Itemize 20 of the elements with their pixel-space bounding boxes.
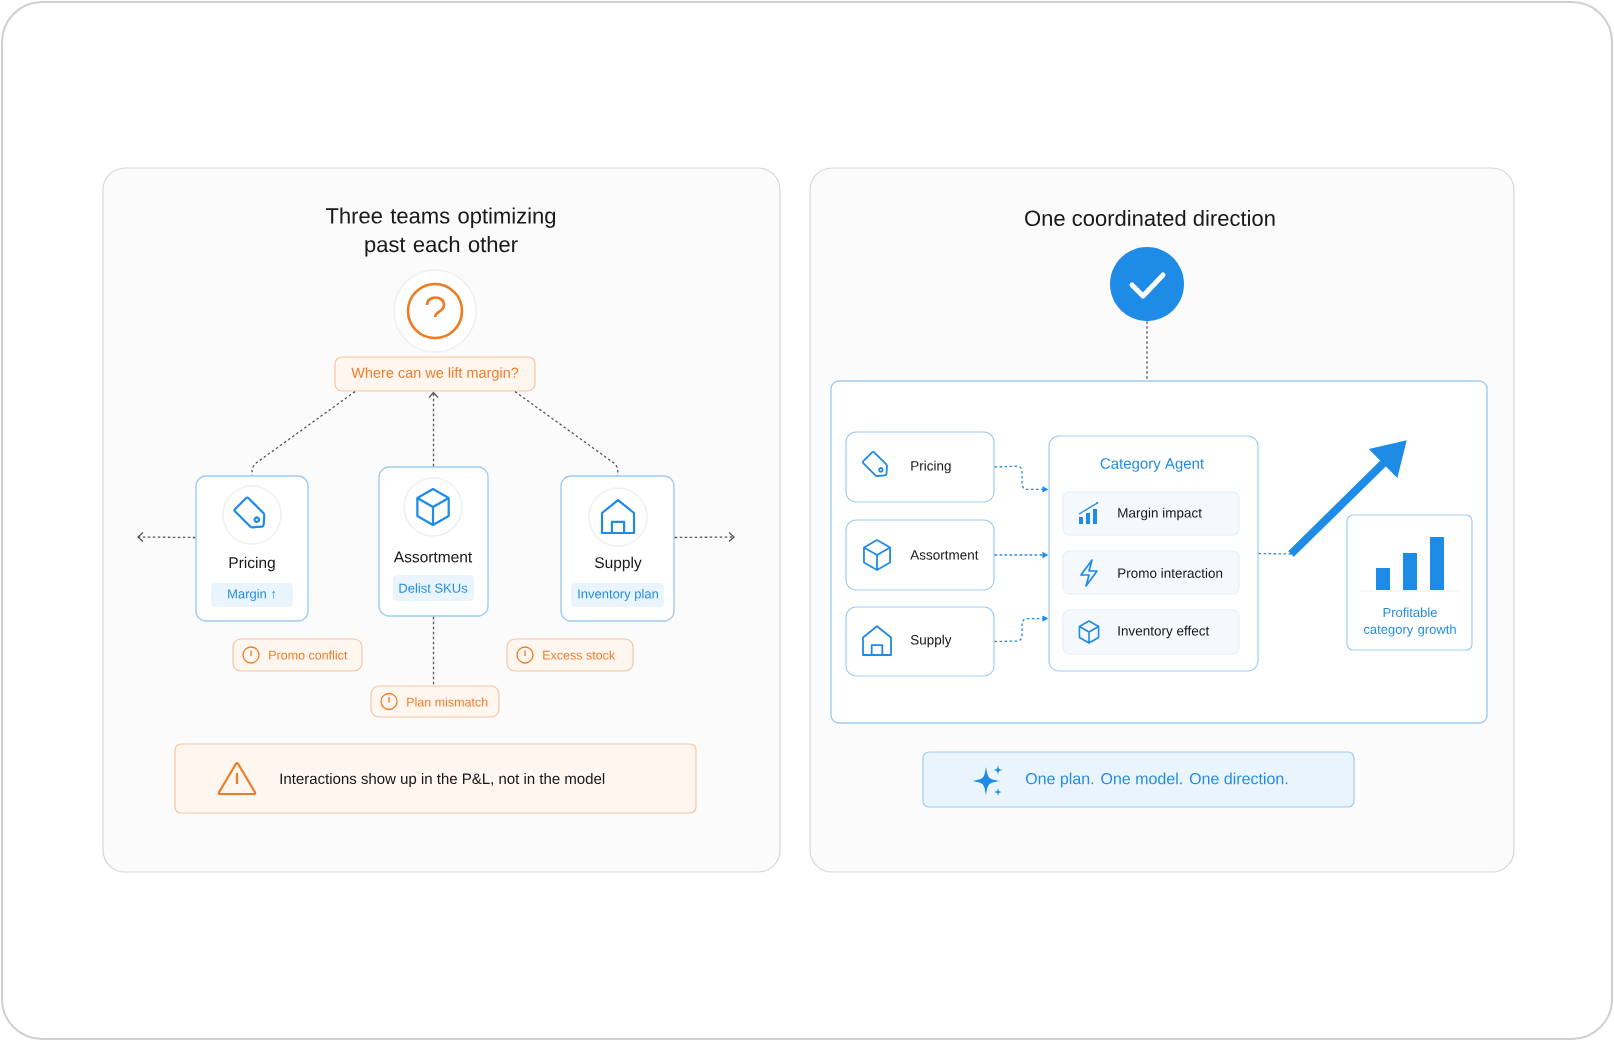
connector: [428, 391, 439, 467]
metric-chip: Margin ↑: [211, 583, 293, 607]
connector: [674, 531, 735, 543]
summary-banner: One plan. One model. One direction.: [922, 751, 1355, 808]
warning-banner: Interactions show up in the P&L, not in the model: [174, 743, 697, 814]
input-card: Pricing: [845, 431, 995, 503]
factor-row: Inventory effect: [1062, 609, 1240, 655]
metric-chip: Inventory plan: [571, 583, 664, 607]
question-label: Where can we lift margin?: [334, 356, 536, 392]
input-card: Assortment: [845, 519, 995, 591]
connector: [137, 531, 196, 543]
connector: [432, 616, 435, 687]
warning-tag: Excess stock: [506, 638, 634, 672]
factor-row: Promo interaction: [1062, 550, 1240, 595]
connector: [1146, 320, 1148, 381]
warning-tag: Promo conflict: [232, 638, 363, 672]
factor-row: Margin impact: [1062, 491, 1240, 536]
metric-chip: Delist SKUs: [393, 575, 474, 601]
warning-tag: Plan mismatch: [370, 685, 500, 718]
input-card: Supply: [845, 606, 995, 677]
